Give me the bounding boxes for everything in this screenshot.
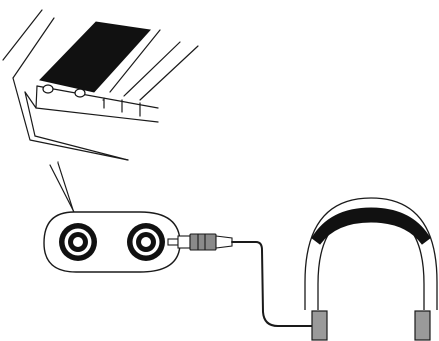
- control-panel-fill: [39, 21, 151, 93]
- jack-right-center: [141, 237, 151, 247]
- headphone-jack-panel: [43, 211, 181, 273]
- callout-line-left: [49, 164, 75, 213]
- headband-pad: [311, 207, 431, 245]
- jack-right-icon: [127, 223, 165, 261]
- earcup-right: [414, 310, 431, 341]
- dual-jack-icon: [59, 223, 97, 261]
- headband-outer: [304, 197, 438, 310]
- keyboard-control-panel: [39, 21, 151, 98]
- jack-left-center: [73, 237, 83, 247]
- instrument-keyboard: [2, 9, 199, 161]
- keyboard-keybed-line-2: [35, 85, 38, 109]
- white-key-divider: [139, 45, 199, 101]
- audio-plug-icon: [167, 233, 233, 251]
- keyboard-front-panel-side: [24, 91, 36, 137]
- plug-sleeve: [177, 235, 191, 249]
- white-key-divider: [109, 29, 161, 93]
- callout-line-right: [57, 162, 75, 214]
- keyboard-side-front: [12, 17, 55, 79]
- callout-leader: [49, 161, 75, 214]
- control-knob-left: [42, 84, 54, 94]
- headphone-cable: [231, 241, 313, 327]
- headphones-icon: [304, 197, 438, 341]
- keyboard-base-line: [34, 135, 129, 161]
- keyboard-left-edge: [2, 9, 43, 61]
- plug-tip: [167, 238, 179, 246]
- keyboard-side-panel: [12, 77, 129, 161]
- plug-grip: [189, 233, 217, 251]
- white-key-divider: [123, 41, 181, 97]
- control-knob-right: [74, 88, 86, 98]
- earcup-left: [311, 310, 328, 341]
- keyboard-keybed-line: [36, 85, 159, 109]
- plug-strain-relief: [215, 235, 233, 249]
